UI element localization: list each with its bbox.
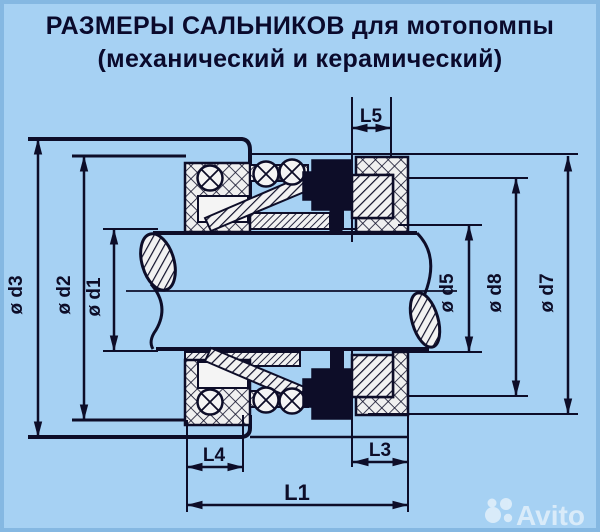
carbon-seal-face-top — [302, 159, 352, 211]
dim-label-d7: ø d7 — [537, 273, 558, 312]
dim-label-L4: L4 — [203, 445, 226, 466]
avito-logo-icon — [485, 498, 513, 523]
title-line-1: РАЗМЕРЫ САЛЬНИКОВ для мотопомпы — [45, 12, 555, 40]
shaft-break-section-right — [408, 291, 442, 349]
dim-label-d5: ø d5 — [437, 273, 458, 312]
ceramic-ring-bottom — [350, 353, 395, 399]
shaft — [126, 231, 457, 351]
carbon-seal-face-bottom — [302, 368, 352, 420]
dimension-lines — [33, 123, 573, 510]
ceramic-seat-bottom — [350, 350, 410, 417]
dimension-labels: ø d3 ø d2 ø d1 ø d5 ø d8 ø d7 L5 L4 L3 L… — [6, 106, 558, 505]
shaft-break-section-left — [139, 232, 177, 292]
dim-label-L3: L3 — [369, 440, 391, 461]
mechanical-seal-top — [183, 158, 352, 234]
mechanical-seal-bottom — [183, 346, 352, 427]
dim-label-d8: ø d8 — [485, 273, 506, 312]
dim-label-d1: ø d1 — [84, 277, 105, 316]
dim-label-d2: ø d2 — [54, 275, 75, 314]
avito-watermark: Avito — [485, 498, 585, 531]
dim-label-L5: L5 — [360, 106, 383, 127]
dim-label-L1: L1 — [284, 480, 310, 505]
title-line-2: (механический и керамический) — [97, 45, 503, 73]
avito-watermark-text: Avito — [516, 500, 585, 531]
dim-label-d3: ø d3 — [6, 275, 27, 314]
diagram-title: РАЗМЕРЫ САЛЬНИКОВ для мотопомпы (механич… — [0, 10, 600, 76]
ceramic-ring-top — [350, 173, 395, 220]
ceramic-seat-top — [350, 155, 410, 234]
